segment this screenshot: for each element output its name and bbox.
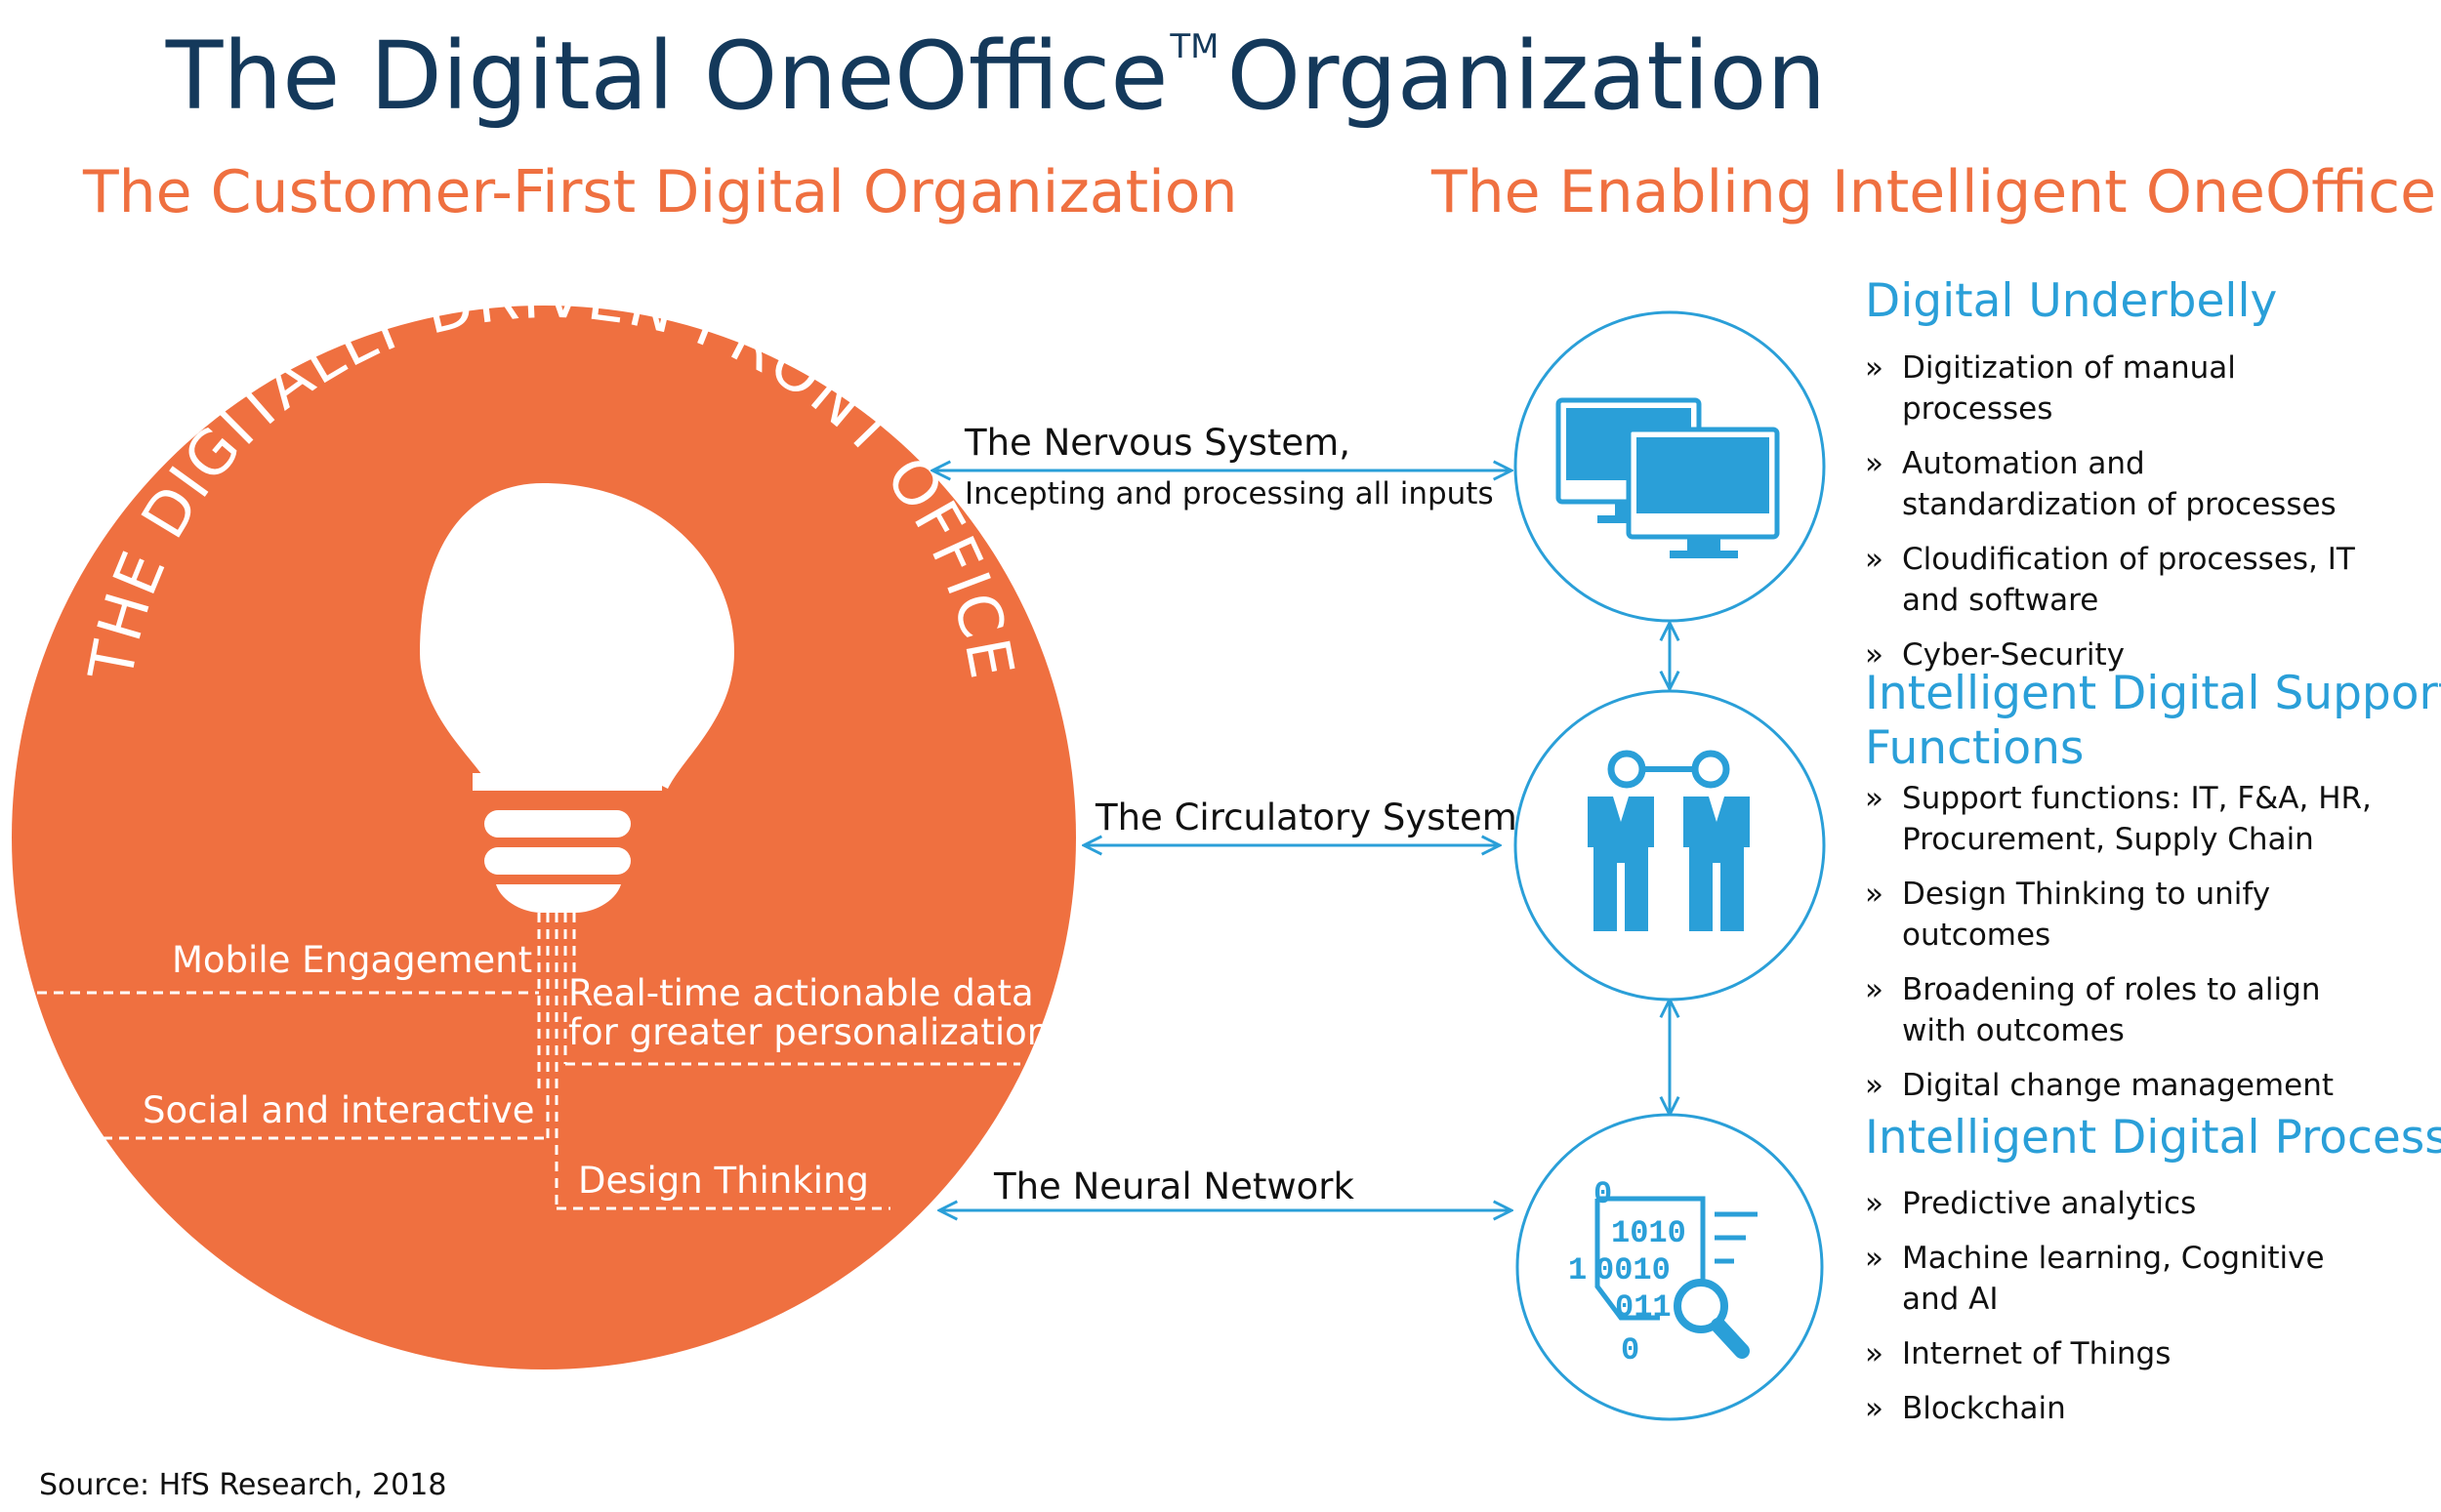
connected-people-icon xyxy=(1588,750,1750,931)
connector-nervous-label-2: Incepting and processing all inputs xyxy=(965,476,1494,511)
list-item: »Support functions: IT, F&A, HR, Procure… xyxy=(1865,781,2372,857)
section-title-support-functions: Intelligent Digital Support Functions xyxy=(1865,667,2441,775)
list-processes: »Predictive analytics »Machine learning,… xyxy=(1865,1183,2373,1443)
label-realtime-data-1: Real-time actionable data xyxy=(568,972,1034,1014)
list-support-functions: »Support functions: IT, F&A, HR, Procure… xyxy=(1865,778,2373,1120)
svg-text:1: 1 xyxy=(1568,1252,1587,1288)
list-item: »Predictive analytics xyxy=(1865,1186,2197,1221)
monitors-icon xyxy=(1555,397,1780,558)
subtitle-right: The Enabling Intelligent OneOffice xyxy=(1431,158,2437,226)
svg-text:0: 0 xyxy=(1621,1332,1639,1369)
list-item: »Digital change management xyxy=(1865,1068,2334,1103)
label-realtime-data-2: for greater personalization xyxy=(568,1011,1050,1053)
list-underbelly: »Digitization of manual processes »Autom… xyxy=(1865,347,2373,689)
label-mobile-engagement: Mobile Engagement xyxy=(172,939,532,981)
svg-text:0010: 0010 xyxy=(1595,1252,1671,1288)
processes-circle xyxy=(1515,1113,1824,1421)
list-item: »Broadening of roles to align with outco… xyxy=(1865,972,2321,1048)
support-functions-circle xyxy=(1513,689,1826,1001)
list-item: »Digitization of manual processes xyxy=(1865,350,2236,427)
svg-text:011: 011 xyxy=(1615,1289,1672,1326)
list-item: »Automation and standardization of proce… xyxy=(1865,446,2337,522)
list-item: »Cloudification of processes, IT and sof… xyxy=(1865,542,2355,618)
binary-search-icon: 0 1010 1 0010 011 0 xyxy=(1568,1176,1758,1369)
subtitle-left: The Customer-First Digital Organization xyxy=(83,158,1238,226)
source-citation: Source: HfS Research, 2018 xyxy=(39,1468,447,1502)
list-item: »Blockchain xyxy=(1865,1391,2066,1426)
connector-neural-label: The Neural Network xyxy=(993,1165,1354,1207)
connector-nervous-label-1: The Nervous System, xyxy=(964,422,1350,464)
lightbulb-icon xyxy=(420,483,734,913)
list-item: »Design Thinking to unify outcomes xyxy=(1865,877,2271,953)
dashed-guides xyxy=(37,913,1020,1210)
list-item: »Machine learning, Cognitive and AI xyxy=(1865,1241,2325,1317)
label-design-thinking: Design Thinking xyxy=(578,1160,869,1202)
label-social-interactive: Social and interactive xyxy=(143,1089,535,1131)
svg-text:1010: 1010 xyxy=(1611,1215,1686,1251)
connector-circulatory-label: The Circulatory System xyxy=(1095,797,1517,838)
svg-text:0: 0 xyxy=(1593,1176,1612,1212)
trademark-mark: TM xyxy=(1170,27,1220,66)
section-title-underbelly: Digital Underbelly xyxy=(1865,274,2278,328)
list-item: »Cyber-Security xyxy=(1865,637,2125,673)
page-title: The Digital OneOfficeTMOrganization xyxy=(165,21,1827,131)
section-title-processes: Intelligent Digital Processes xyxy=(1865,1111,2441,1165)
connector-arrows xyxy=(932,470,1670,1210)
list-item: »Internet of Things xyxy=(1865,1336,2172,1371)
